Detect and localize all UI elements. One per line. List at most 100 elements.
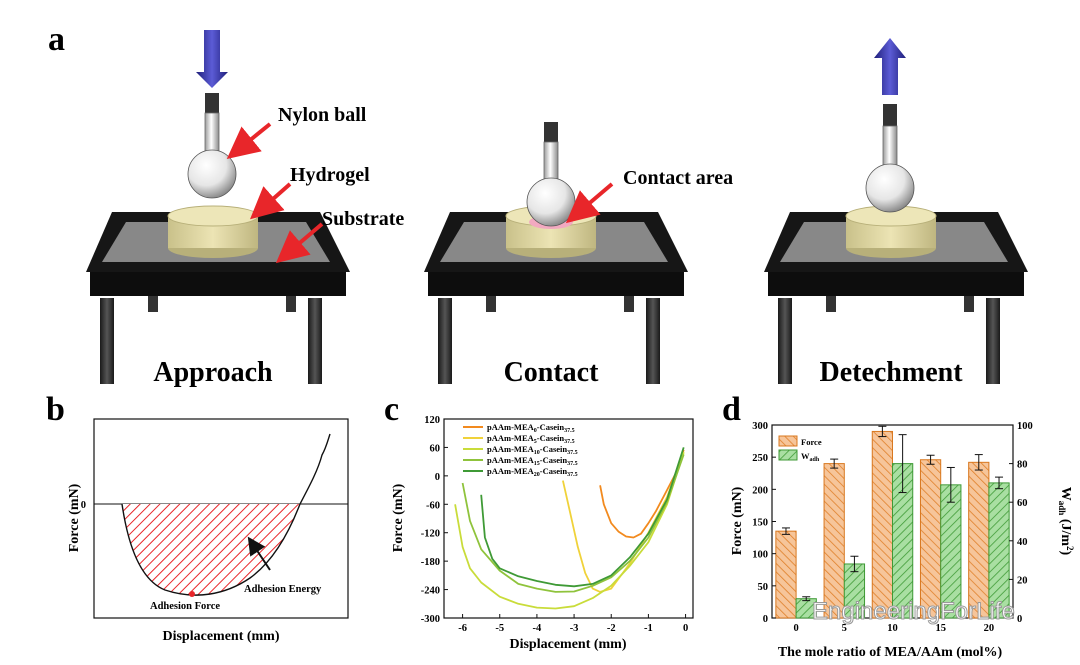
panel-c-ylabel: Force (mN) [391,483,406,552]
adhesion-energy-region [122,504,300,596]
panel-c-series-4-line [480,447,685,588]
substrate-arrow [275,222,324,264]
panel-c: c 120 60 0 -60 -120 -180 -240 -300 -6 -5 -4 -3 -2 -1… [384,391,694,652]
approach-table [86,205,350,384]
step-contact: Contact [504,357,600,388]
contact-probe [526,122,576,227]
panel-c-ytick-label: 60 [430,443,441,454]
callout-contact-area: Contact area [623,167,733,189]
panel-c-xtick-label: -1 [644,623,653,634]
panel-d-y2tick-label: 40 [1017,537,1028,548]
down-arrow-icon [196,30,228,88]
callout-hydrogel: Hydrogel [290,164,370,186]
panel-c-ytick-label: 0 [435,472,440,483]
panel-d-ytick-label: 50 [758,582,769,593]
panel-c-legend-label-3: pAAm-MEA15-Casein37.5 [487,455,578,467]
panel-b-force-curve [121,433,331,596]
panel-c-xtick-label: 0 [683,623,688,634]
adhesion-energy-arrow [247,536,271,571]
panel-d-ytick-label: 100 [752,550,768,561]
panel-d-y2tick-label: 100 [1017,421,1033,432]
adhesion-force-point [189,591,195,597]
panel-c-ytick-label: -240 [421,586,440,597]
panel-d-xtick-label: 5 [842,623,847,634]
panel-d-ytick-label: 250 [752,453,768,464]
panel-d-legend-swatch-wadh [778,449,798,461]
panel-c-ytick-label: -300 [421,614,440,625]
panel-c-letter: c [384,391,399,428]
nylon-ball-arrow [226,122,272,160]
panel-d-xtick-label: 15 [935,623,946,634]
panel-d-ytick-label: 150 [752,518,768,529]
panel-c-xtick-label: -3 [570,623,579,634]
panel-b-xlabel: Displacement (mm) [162,629,279,644]
panel-d-y2label: Wadh (J/m2) [1057,487,1075,556]
panel-a: a [48,21,1028,388]
panel-c-xticks: -6 -5 -4 -3 -2 -1 0 [458,614,688,634]
panel-b-frame [93,418,349,619]
panel-c-xtick-label: -5 [495,623,504,634]
panel-d-bar-s0-3 [919,459,942,619]
callout-substrate: Substrate [322,208,404,230]
panel-b-letter: b [46,391,65,428]
step-approach: Approach [153,357,273,388]
panel-c-series-0-line [599,449,685,539]
adhesion-energy-label: Adhesion Energy [244,584,322,595]
panel-c-yticks: 120 60 0 -60 -120 -180 -240 -300 [421,415,448,625]
panel-d-ytick-label: 200 [752,485,768,496]
panel-d-ytick-label: 0 [763,614,768,625]
callout-nylon-ball: Nylon ball [278,104,367,126]
panel-c-legend-label-4: pAAm-MEA20-Casein37.5 [487,466,578,478]
panel-d-bar-s0-2 [871,430,893,619]
panel-c-lines [454,447,685,610]
panel-d-xlabel: The mole ratio of MEA/AAm (mol%) [778,645,1003,660]
panel-c-legend: pAAm-MEA0-Casein37.5pAAm-MEA5-Casein37.5… [463,422,578,478]
panel-c-ytick-label: 120 [424,415,440,426]
adhesion-force-label: Adhesion Force [150,601,220,612]
panel-c-legend-label-1: pAAm-MEA5-Casein37.5 [487,433,575,445]
panel-b: b 0 Adhesion Energy Adhesion Force Displ… [46,391,349,644]
panel-d-y2tick-label: 0 [1017,614,1022,625]
panel-d-y2tick-label: 20 [1017,575,1028,586]
panel-c-ytick-label: -60 [426,500,440,511]
panel-b-ylabel: Force (mN) [67,483,82,552]
hydrogel-arrow [250,182,292,220]
panel-d-y2tick-label: 60 [1017,498,1028,509]
panel-d-bar-s0-1 [823,463,845,619]
panel-c-xtick-label: -2 [607,623,616,634]
panel-d-bar-s0-4 [968,461,990,619]
detach-table [764,205,1028,384]
panel-d-bars [775,425,1010,619]
panel-d-legend-swatch-force [778,435,798,447]
watermark: EngineeringForLife [812,598,1015,625]
panel-b-zero-tick: 0 [81,500,86,511]
panel-d-y2tick-label: 80 [1017,460,1028,471]
panel-c-xtick-label: -6 [458,623,467,634]
panel-c-ytick-label: -180 [421,557,440,568]
panel-d-legend-label-force: Force [801,437,822,447]
panel-c-series-3-line [461,454,685,593]
panel-d-xtick-label: 10 [887,623,898,634]
panel-c-frame [443,418,694,619]
panel-c-legend-label-2: pAAm-MEA10-Casein37.5 [487,444,578,456]
panel-d-xtick-label: 0 [793,623,798,634]
panel-d-ylabel: Force (mN) [730,486,745,555]
panel-c-series-1-line [562,451,685,593]
step-detachment: Detechment [819,357,963,388]
up-arrow-icon [874,38,906,95]
panel-c-xtick-label: -4 [533,623,542,634]
panel-c-legend-label-0: pAAm-MEA0-Casein37.5 [487,422,575,434]
approach-probe [187,30,237,199]
panel-c-xlabel: Displacement (mm) [509,637,626,652]
panel-d-bar-s0-0 [775,530,797,619]
panel-c-ytick-label: -120 [421,529,440,540]
panel-d-letter: d [722,391,741,428]
panel-c-series-2-line [454,451,685,610]
nylon-ball [187,149,237,199]
contact-area-arrow [565,182,614,224]
detach-probe [865,38,915,213]
